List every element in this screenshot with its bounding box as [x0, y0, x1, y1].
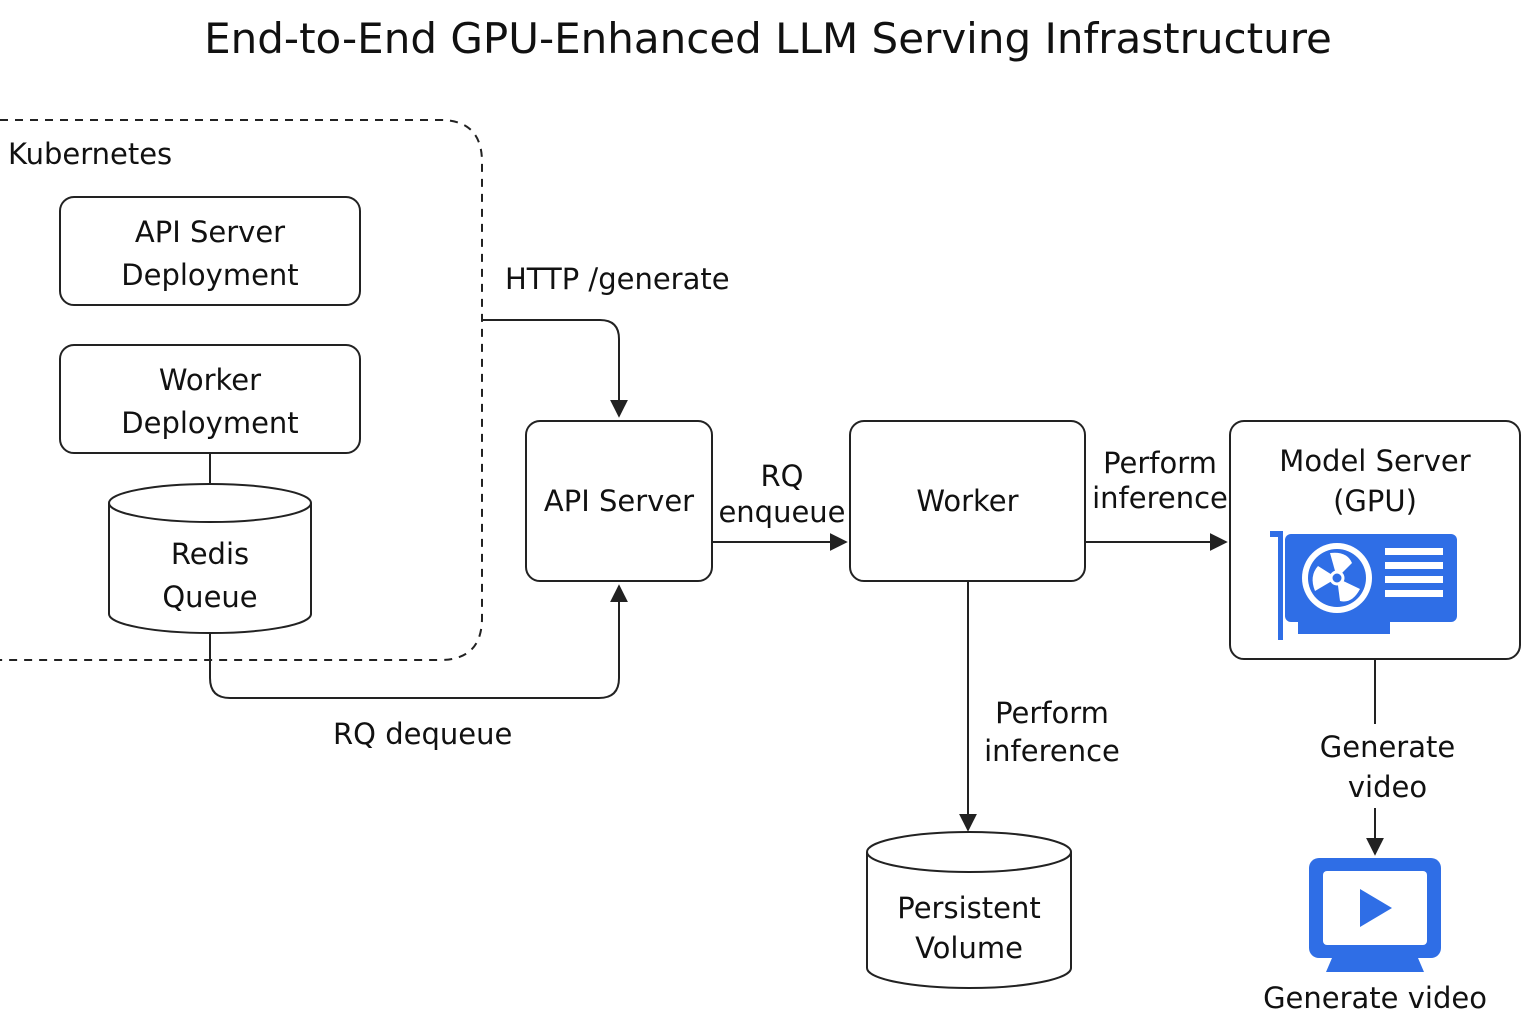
kubernetes-label: Kubernetes: [8, 137, 173, 171]
video-play-icon: [1309, 858, 1441, 972]
rq-dequeue-label: RQ dequeue: [333, 717, 513, 751]
api-server-label: API Server: [543, 484, 695, 518]
kubernetes-boundary: [0, 119, 483, 661]
rq-dequeue-arrow: [209, 584, 628, 699]
api-server-box[interactable]: [525, 420, 713, 582]
http-generate-arrow: [482, 319, 628, 418]
model-server-label: Model Server(GPU): [1279, 444, 1471, 518]
diagram-title: End-to-End GPU-Enhanced LLM Serving Infr…: [204, 14, 1332, 63]
generate-video-caption: Generate video: [1263, 981, 1487, 1015]
worker-label: Worker: [916, 484, 1019, 518]
persistent-volume-cylinder[interactable]: [866, 831, 1072, 989]
http-generate-label: HTTP /generate: [505, 262, 730, 296]
gpu-card-icon: [1270, 531, 1457, 640]
api-server-deployment-box[interactable]: [59, 196, 361, 306]
redis-queue-cylinder[interactable]: [108, 483, 312, 634]
